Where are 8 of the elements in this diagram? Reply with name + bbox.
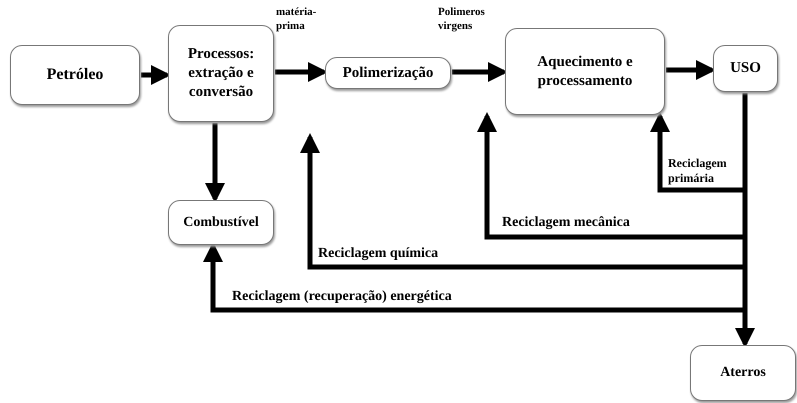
process-box: Petróleo bbox=[10, 45, 140, 105]
process-box: Combustível bbox=[168, 200, 274, 245]
arrow bbox=[205, 123, 225, 203]
process-box: Polimerização bbox=[325, 57, 451, 89]
process-box: Processos: extração e conversão bbox=[168, 25, 274, 122]
process-box: USO bbox=[713, 45, 778, 92]
process-box: Aquecimento e processamento bbox=[505, 28, 665, 115]
process-box: Aterros bbox=[690, 345, 796, 401]
